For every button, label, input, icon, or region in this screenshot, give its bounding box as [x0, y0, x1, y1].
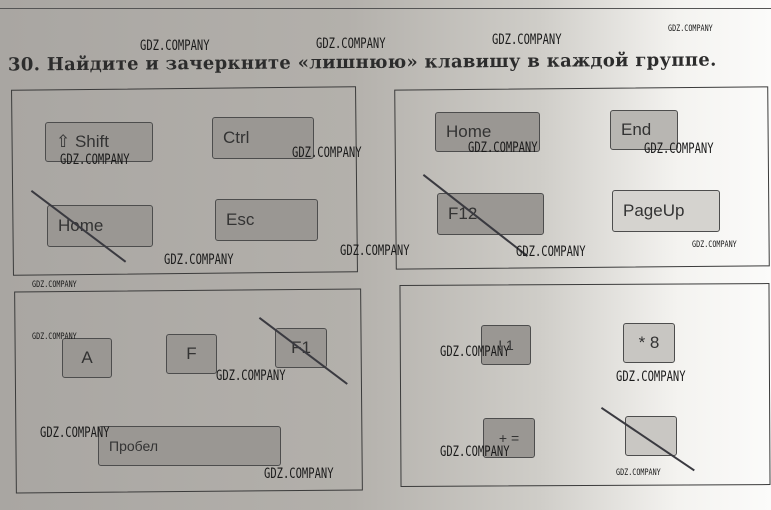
key-space: Пробел: [98, 426, 281, 466]
key-home: Home: [435, 112, 540, 152]
watermark: GDZ.COMPANY: [516, 244, 586, 260]
watermark: GDZ.COMPANY: [164, 252, 234, 268]
key-equals: + =: [483, 418, 535, 458]
watermark: GDZ.COMPANY: [32, 332, 77, 342]
key-shift: ⇧ Shift: [45, 122, 153, 162]
watermark: GDZ.COMPANY: [440, 344, 510, 360]
watermark: GDZ.COMPANY: [440, 444, 510, 460]
watermark: GDZ.COMPANY: [60, 152, 130, 168]
key-blank: [625, 416, 677, 456]
watermark: GDZ.COMPANY: [616, 468, 661, 478]
key-1: ! 1: [481, 325, 531, 365]
watermark: GDZ.COMPANY: [492, 32, 562, 48]
watermark: GDZ.COMPANY: [292, 145, 362, 161]
watermark: GDZ.COMPANY: [668, 24, 713, 34]
key-pageup: PageUp: [612, 190, 720, 232]
watermark: GDZ.COMPANY: [616, 369, 686, 385]
key-home: Home: [47, 205, 153, 247]
divider: [0, 0, 771, 9]
key-8: * 8: [623, 323, 675, 363]
watermark: GDZ.COMPANY: [692, 240, 737, 250]
key-esc: Esc: [215, 199, 318, 241]
key-f: F: [166, 334, 217, 374]
watermark: GDZ.COMPANY: [40, 425, 110, 441]
watermark: GDZ.COMPANY: [216, 368, 286, 384]
exercise-title: 30. Найдите и зачеркните «лишнюю» клавиш…: [7, 49, 717, 76]
watermark: GDZ.COMPANY: [316, 36, 386, 52]
watermark: GDZ.COMPANY: [140, 38, 210, 54]
watermark: GDZ.COMPANY: [32, 280, 77, 290]
key-ctrl: Ctrl: [212, 117, 314, 159]
watermark: GDZ.COMPANY: [264, 466, 334, 482]
key-end: End: [610, 110, 678, 150]
group-1-panel: [11, 86, 358, 276]
watermark: GDZ.COMPANY: [468, 140, 538, 156]
watermark: GDZ.COMPANY: [340, 243, 410, 259]
key-a: A: [62, 338, 112, 378]
watermark: GDZ.COMPANY: [644, 141, 714, 157]
